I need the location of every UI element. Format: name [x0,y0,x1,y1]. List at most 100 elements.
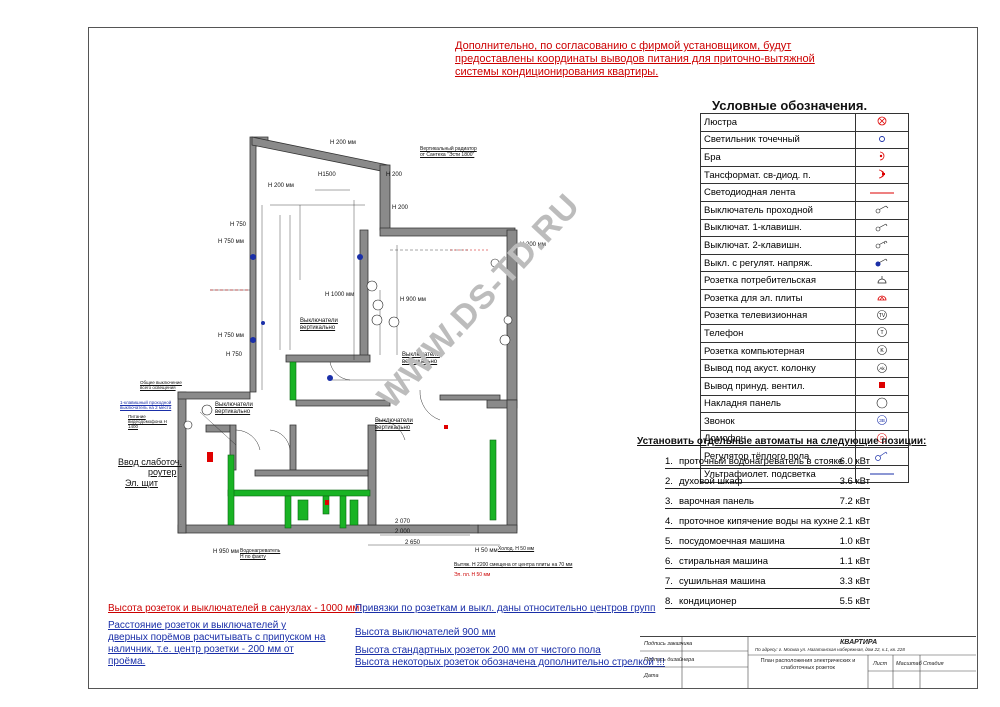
plan-label: Н 750 мм [218,239,244,245]
input-weak-label: Ввод слаботоч. [118,457,182,467]
legend-label: Тансформат. св-диод. п. [700,165,856,185]
radiator-note: Вертикальный радиатор от Сантеха "Эсти 1… [420,146,477,158]
router-label: роутер [148,467,177,477]
chandelier-icon [877,116,887,128]
legend-label: Светодиодная лента [700,183,856,202]
legend-label: Звонок [700,412,856,431]
auto-value: 2.1 кВт [839,516,870,527]
led-transformer-icon [876,169,888,181]
intercom-icon: D [876,432,888,446]
water-heater-note: Водонагреватель Н по факту [240,548,281,560]
uv-light-icon [870,469,894,479]
plan-label: Н1500 [318,172,336,178]
auto-section-title: Установить отдельные автоматы на следующ… [637,436,927,447]
socket-icon [876,275,888,287]
legend-row: Накладня панель [700,394,909,414]
legend-label: Выкл. с регулят. напряж. [700,253,856,273]
stamp-grid [640,637,976,688]
plan-label: Н 750 мм [218,333,244,339]
device-circles [183,258,513,430]
stamp-col-stage: Стадия [923,661,944,667]
dimension-lines [199,189,500,546]
legend-row: Выключатель проходной [700,200,909,220]
switch-1-icon [874,222,890,234]
switch-note: Выключатели вертикально [402,352,440,365]
auto-num: 5. [665,536,673,547]
plan-label: Н 200 мм [330,140,356,146]
plan-label: Н 200 мм [520,242,546,248]
legend-row: Бра [700,148,909,167]
switch-height-note: Высота выключателей 900 мм [355,627,496,638]
legend-label: Люстра [700,113,856,132]
auto-label: посудомоечная машина [679,536,785,547]
stamp-sign-customer: Подпись заказчика [644,641,693,647]
auto-value: 1.0 кВт [839,536,870,547]
stove-socket-icon [876,292,888,304]
stamp-col-sheet: Лист [873,661,888,667]
plan-label: Н 200 [386,172,403,178]
legend-row: Выключат. 2-клавишн. [700,236,909,255]
plan-label: Н 750 [226,352,243,358]
auto-row: 5. посудомоечная машина 1.0 кВт [665,536,870,549]
legend-label: Выключат. 1-клавишн. [700,218,856,238]
legend-label: Телефон [700,324,856,343]
socket-height-note: Высота стандартных розеток 200 мм от чис… [355,645,601,656]
legend-label: Светильник точечный [700,130,856,150]
stamp-date: Дата [644,673,659,679]
auto-value: 3.3 кВт [839,576,870,587]
legend-table: Люстра Светильник точечный Бра Тансформа… [700,113,909,484]
legend-row: Тансформат. св-диод. п. [700,165,909,185]
auto-num: 4. [665,516,673,527]
legend-row: Розетка компьютерная K [700,341,909,361]
dimension-label: 2 650 [405,540,421,546]
auto-num: 2. [665,476,673,487]
auto-num: 6. [665,556,673,567]
new-partitions [227,361,497,529]
legend-row: Выкл. с регулят. напряж. [700,253,909,273]
bathroom-height-note: Высота розеток и выключателей в санузлах… [108,603,362,614]
one-key-note: 1-клавишный проходной выключатель на 2 м… [120,400,172,410]
legend-label: Выключатель проходной [700,200,856,220]
legend-title: Условные обозначения. [712,98,868,113]
legend-label: Розетка компьютерная [700,341,856,361]
svg-text:Ak: Ak [879,366,885,371]
ventilation-icon [877,380,887,392]
plan-label: Н 50 мм [475,548,498,554]
legend-label: Вывод принуд. вентил. [700,376,856,396]
stamp-sheet-name: План расположения электрических и слабот… [760,658,856,671]
floor-heat-icon [874,450,890,464]
title-stamp: Подпись заказчика Подпись дизайнера Дата… [640,636,976,688]
group-center-note: Привязки по розеткам и выкл. даны относи… [355,603,656,614]
hood-note: Вытяж. Н 2200 смещена от центра плиты на… [454,562,573,568]
tv-socket-icon: TV [876,309,888,323]
legend-label: Розетка телевизионная [700,306,856,326]
svg-text:K: K [880,348,884,354]
dimmer-icon [874,257,890,269]
auto-value: 3.6 кВт [839,476,870,487]
top-note: Дополнительно, по согласованию с фирмой … [455,40,815,78]
dimension-label: 2 000 [395,529,411,535]
plan-label: Н 200 [392,205,409,211]
ventilation-markers [207,425,448,505]
auto-label: сушильная машина [679,576,766,587]
pass-switch-icon [874,204,890,216]
switch-note: Выключатели вертикально [300,318,338,331]
sconce-icon [877,151,887,163]
plan-label: Н 900 мм [400,297,426,303]
svg-text:ЗВ: ЗВ [879,418,885,423]
stamp-title: КВАРТИРА [840,639,878,646]
socket-markers [250,254,363,381]
door-arcs [235,361,441,451]
stamp-sign-designer: Подпись дизайнера [644,657,695,663]
legend-row: Розетка телевизионная TV [700,306,909,326]
stamp-col-scale: Масштаб [896,661,922,667]
